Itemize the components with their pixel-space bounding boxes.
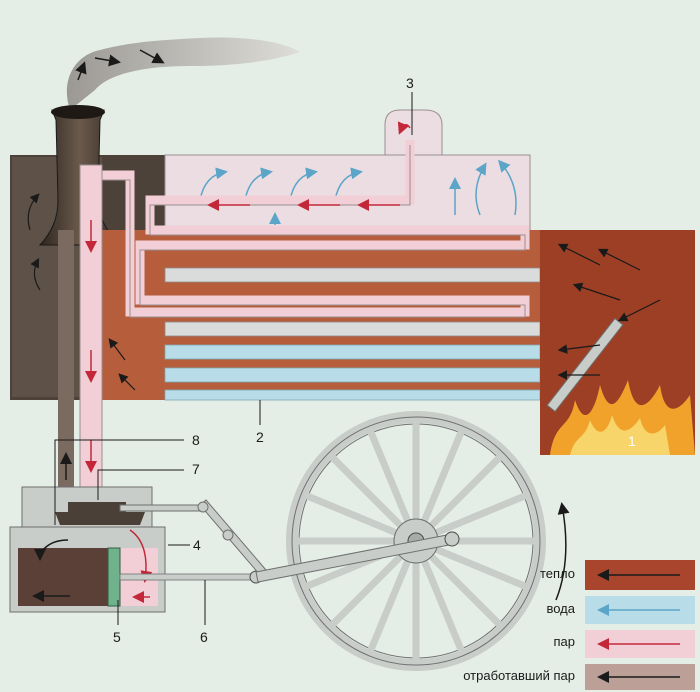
- legend-label-heat: тепло: [540, 566, 575, 581]
- cylinder-assembly: [9, 486, 166, 613]
- wheel-spoke: [304, 492, 400, 537]
- smoke-plume: [66, 37, 300, 110]
- steam-space: [164, 109, 531, 231]
- superheater-pipes: [95, 121, 530, 318]
- piston-head: [107, 547, 121, 607]
- legend-label-exhaust: отработавший пар: [463, 668, 575, 683]
- legend-label-steam: пар: [554, 634, 576, 649]
- wheel-spoke: [367, 557, 412, 653]
- label-7: 7: [192, 461, 200, 477]
- wheel-spoke: [432, 492, 528, 537]
- wheel-spoke: [432, 545, 528, 590]
- label-1: 1: [628, 433, 636, 449]
- label-6: 6: [200, 629, 208, 645]
- wheel-spoke: [420, 429, 465, 525]
- wheel-spoke: [428, 553, 503, 628]
- wheel-spoke: [329, 553, 404, 628]
- driving-wheel: [286, 411, 570, 671]
- wheel-spoke: [428, 454, 503, 529]
- label-4: 4: [193, 537, 201, 553]
- exhaust-pipe-column: [58, 230, 74, 510]
- wheel-spoke: [420, 557, 465, 653]
- heat-arrows: [27, 193, 136, 391]
- legend-label-water: вода: [546, 601, 575, 616]
- label-8: 8: [192, 432, 200, 448]
- leader-lines: [54, 92, 413, 625]
- label-3: 3: [406, 75, 414, 91]
- connecting-rod: [255, 531, 460, 583]
- boiler-tubes: [164, 267, 541, 401]
- label-2: 2: [256, 429, 264, 445]
- main-steam-pipe: [79, 164, 103, 506]
- label-5: 5: [113, 629, 121, 645]
- wheel-spoke: [367, 429, 412, 525]
- wheel-spoke: [329, 454, 404, 529]
- firebox: [540, 230, 695, 455]
- legend: тепло вода пар отработавший пар: [463, 560, 695, 690]
